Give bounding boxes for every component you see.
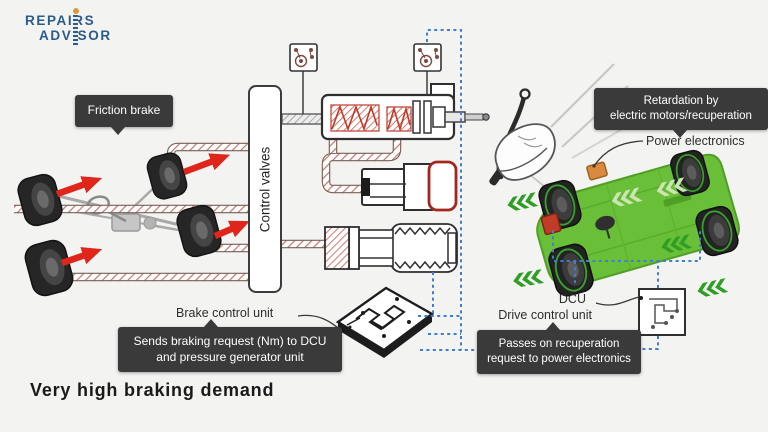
retardation-line2: electric motors/recuperation — [610, 109, 752, 122]
dcu-icon — [638, 288, 686, 336]
master-cylinder-pushrod-left — [281, 113, 325, 125]
tooltip-tail — [673, 129, 687, 138]
circuit-traces — [355, 304, 406, 331]
piston-spring — [331, 104, 378, 132]
electric-motor — [540, 212, 562, 236]
wheel — [24, 239, 74, 297]
friction-brake-callout: Friction brake — [75, 95, 173, 135]
signal-lines — [418, 29, 701, 351]
tooltip-tail — [546, 322, 560, 330]
dcu-abbr: DCU — [558, 292, 586, 306]
wheel — [695, 205, 739, 257]
brake-control-unit-chip — [335, 286, 435, 358]
braking-force-arrows — [55, 153, 250, 267]
master-cylinder — [320, 83, 490, 141]
simulator-valve — [361, 160, 458, 212]
wheel — [17, 173, 63, 227]
passes-recuperation-callout: Passes on recuperation request to power … — [477, 322, 641, 374]
driver-foot — [494, 123, 556, 181]
wheel — [548, 243, 594, 297]
retardation-callout: Retardation by electric motors/recuperat… — [594, 88, 768, 138]
passes-line2: request to power electronics — [487, 352, 631, 365]
pressure-sensor-icon — [413, 43, 442, 72]
bellows — [394, 260, 451, 270]
sends-request-callout: Sends braking request (Nm) to DCU and pr… — [118, 319, 342, 373]
steering-wheel-icon — [595, 215, 615, 231]
dcu-label: DCU Drive control unit — [480, 292, 592, 323]
tooltip-tail — [204, 319, 218, 327]
pressure-generator — [324, 223, 458, 273]
sends-line1: Sends braking request (Nm) to DCU — [133, 334, 327, 348]
ev-car — [506, 149, 740, 299]
brake-control-unit-label: Brake control unit — [176, 306, 274, 320]
control-valves-box: Control valves — [248, 85, 282, 293]
passes-line1: Passes on recuperation — [498, 338, 620, 350]
pressure-sensor-icon — [289, 43, 318, 72]
friction-brake-wheels — [17, 152, 250, 297]
power-electronics-label: Power electronics — [646, 134, 745, 148]
sends-line2: and pressure generator unit — [156, 349, 304, 364]
power-electronics-module — [586, 161, 608, 181]
wheel — [146, 152, 188, 200]
wheel — [670, 149, 710, 197]
caption-text: Very high braking demand — [30, 380, 275, 400]
dcu-full: Drive control unit — [498, 307, 592, 322]
logo-line1: REPAIRS — [25, 13, 96, 28]
tooltip-tail — [111, 126, 125, 135]
piston-spring — [387, 105, 411, 132]
wheel — [176, 204, 222, 258]
friction-brake-text: Friction brake — [87, 103, 161, 117]
bellows — [394, 226, 451, 236]
shock-absorber-icon — [72, 8, 79, 48]
wheel — [538, 179, 582, 231]
retardation-line1: Retardation by — [643, 95, 719, 107]
repairs-advisor-logo: REPAIRS ADVISOR — [25, 8, 112, 47]
reservoir — [427, 160, 458, 212]
control-valves-label: Control valves — [257, 146, 273, 232]
